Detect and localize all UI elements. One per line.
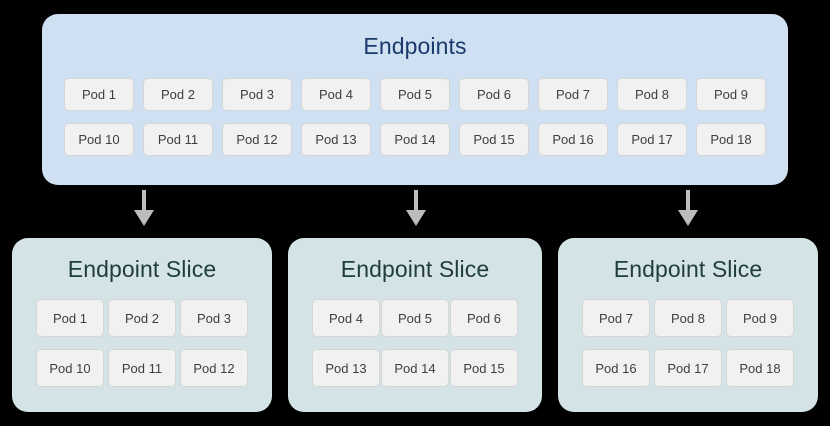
pod-chip: Pod 10 — [36, 349, 104, 387]
arrow-down-icon — [676, 190, 700, 226]
endpoints-pod-grid: Pod 1 Pod 2 Pod 3 Pod 4 Pod 5 Pod 6 Pod … — [64, 78, 766, 156]
pod-chip: Pod 8 — [617, 78, 687, 111]
pod-chip: Pod 6 — [450, 299, 518, 337]
endpoint-slice-pod-grid: Pod 7 Pod 8 Pod 9 Pod 16 Pod 17 Pod 18 — [582, 299, 794, 387]
pod-chip: Pod 10 — [64, 123, 134, 156]
endpoint-slice-panel-2: Endpoint Slice Pod 4 Pod 5 Pod 6 Pod 13 … — [288, 238, 542, 412]
pod-chip: Pod 1 — [36, 299, 104, 337]
pod-chip: Pod 3 — [222, 78, 292, 111]
arrow-head — [134, 210, 154, 226]
pod-chip: Pod 11 — [143, 123, 213, 156]
pod-chip: Pod 8 — [654, 299, 722, 337]
endpoint-slice-pod-grid: Pod 4 Pod 5 Pod 6 Pod 13 Pod 14 Pod 15 — [312, 299, 518, 387]
pod-chip: Pod 14 — [381, 349, 449, 387]
endpoint-slice-pod-row: Pod 16 Pod 17 Pod 18 — [582, 349, 794, 387]
endpoint-slice-pod-row: Pod 13 Pod 14 Pod 15 — [312, 349, 518, 387]
endpoint-slice-title: Endpoint Slice — [340, 256, 490, 282]
arrow-down-icon — [132, 190, 156, 226]
pod-chip: Pod 6 — [459, 78, 529, 111]
endpoint-slice-panel-3: Endpoint Slice Pod 7 Pod 8 Pod 9 Pod 16 … — [558, 238, 818, 412]
pod-chip: Pod 9 — [696, 78, 766, 111]
pod-chip: Pod 17 — [654, 349, 722, 387]
pod-chip: Pod 3 — [180, 299, 248, 337]
arrow-shaft — [142, 190, 146, 212]
pod-chip: Pod 7 — [582, 299, 650, 337]
pod-chip: Pod 15 — [459, 123, 529, 156]
pod-chip: Pod 2 — [143, 78, 213, 111]
pod-chip: Pod 11 — [108, 349, 176, 387]
pod-chip: Pod 9 — [726, 299, 794, 337]
endpoint-slice-pod-row: Pod 4 Pod 5 Pod 6 — [312, 299, 518, 337]
pod-chip: Pod 13 — [312, 349, 380, 387]
pod-chip: Pod 16 — [582, 349, 650, 387]
pod-chip: Pod 7 — [538, 78, 608, 111]
endpoints-pod-row: Pod 1 Pod 2 Pod 3 Pod 4 Pod 5 Pod 6 Pod … — [64, 78, 766, 111]
endpoints-panel: Endpoints Pod 1 Pod 2 Pod 3 Pod 4 Pod 5 … — [42, 14, 788, 185]
pod-chip: Pod 4 — [312, 299, 380, 337]
endpoints-title: Endpoints — [363, 33, 467, 59]
pod-chip: Pod 14 — [380, 123, 450, 156]
arrow-head — [678, 210, 698, 226]
endpoint-slice-pod-row: Pod 10 Pod 11 Pod 12 — [36, 349, 248, 387]
pod-chip: Pod 18 — [726, 349, 794, 387]
endpoint-slice-panel-1: Endpoint Slice Pod 1 Pod 2 Pod 3 Pod 10 … — [12, 238, 272, 412]
pod-chip: Pod 13 — [301, 123, 371, 156]
pod-chip: Pod 1 — [64, 78, 134, 111]
endpoint-slice-title: Endpoint Slice — [613, 256, 763, 282]
pod-chip: Pod 18 — [696, 123, 766, 156]
pod-chip: Pod 5 — [380, 78, 450, 111]
arrow-shaft — [686, 190, 690, 212]
endpoint-slice-pod-row: Pod 7 Pod 8 Pod 9 — [582, 299, 794, 337]
endpoints-pod-row: Pod 10 Pod 11 Pod 12 Pod 13 Pod 14 Pod 1… — [64, 123, 766, 156]
arrow-shaft — [414, 190, 418, 212]
pod-chip: Pod 17 — [617, 123, 687, 156]
arrow-down-icon — [404, 190, 428, 226]
arrow-head — [406, 210, 426, 226]
pod-chip: Pod 4 — [301, 78, 371, 111]
pod-chip: Pod 12 — [180, 349, 248, 387]
endpoint-slice-title: Endpoint Slice — [67, 256, 217, 282]
pod-chip: Pod 16 — [538, 123, 608, 156]
endpoint-slice-pod-grid: Pod 1 Pod 2 Pod 3 Pod 10 Pod 11 Pod 12 — [36, 299, 248, 387]
endpoint-slice-pod-row: Pod 1 Pod 2 Pod 3 — [36, 299, 248, 337]
pod-chip: Pod 15 — [450, 349, 518, 387]
pod-chip: Pod 12 — [222, 123, 292, 156]
pod-chip: Pod 2 — [108, 299, 176, 337]
pod-chip: Pod 5 — [381, 299, 449, 337]
